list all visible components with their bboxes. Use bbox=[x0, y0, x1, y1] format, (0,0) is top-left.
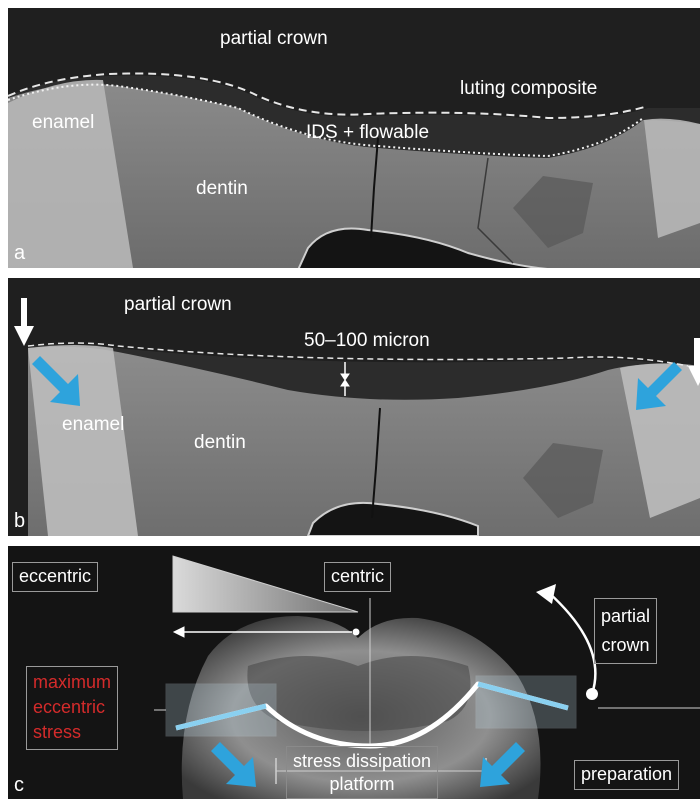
panel-letter-c: c bbox=[14, 774, 24, 797]
box-preparation: preparation bbox=[574, 760, 679, 790]
partial-crown-line1: partial bbox=[601, 602, 650, 631]
stress-line1: stress dissipation bbox=[293, 750, 431, 773]
max-stress-line1: maximum bbox=[33, 670, 111, 695]
box-eccentric: eccentric bbox=[12, 562, 98, 592]
label-ids-flowable: IDS + flowable bbox=[306, 122, 429, 144]
label-partial-crown-b: partial crown bbox=[124, 294, 232, 316]
box-partial-crown: partial crown bbox=[594, 598, 657, 664]
panel-letter-b: b bbox=[14, 510, 25, 533]
stress-box-right bbox=[476, 676, 576, 728]
stress-line2: platform bbox=[293, 773, 431, 796]
box-max-stress: maximum eccentric stress bbox=[26, 666, 118, 750]
label-enamel-a: enamel bbox=[32, 112, 94, 134]
panel-b-micrograph bbox=[8, 278, 700, 536]
label-thickness: 50–100 micron bbox=[304, 330, 430, 352]
box-centric: centric bbox=[324, 562, 391, 592]
label-luting-composite: luting composite bbox=[460, 78, 597, 100]
max-stress-line2: eccentric bbox=[33, 695, 111, 720]
label-dentin-a: dentin bbox=[196, 178, 248, 200]
panel-b: partial crown 50–100 micron enamel denti… bbox=[8, 278, 700, 536]
label-dentin-b: dentin bbox=[194, 432, 246, 454]
panel-letter-a: a bbox=[14, 242, 25, 265]
label-enamel-b: enamel bbox=[62, 414, 124, 436]
box-stress-dissipation: stress dissipation platform bbox=[286, 746, 438, 799]
panel-c: eccentric centric partial crown maximum … bbox=[8, 546, 700, 799]
max-stress-line3: stress bbox=[33, 720, 111, 745]
label-partial-crown-a: partial crown bbox=[220, 28, 328, 50]
partial-crown-line2: crown bbox=[601, 631, 650, 660]
panel-a: partial crown luting composite enamel ID… bbox=[8, 8, 700, 268]
